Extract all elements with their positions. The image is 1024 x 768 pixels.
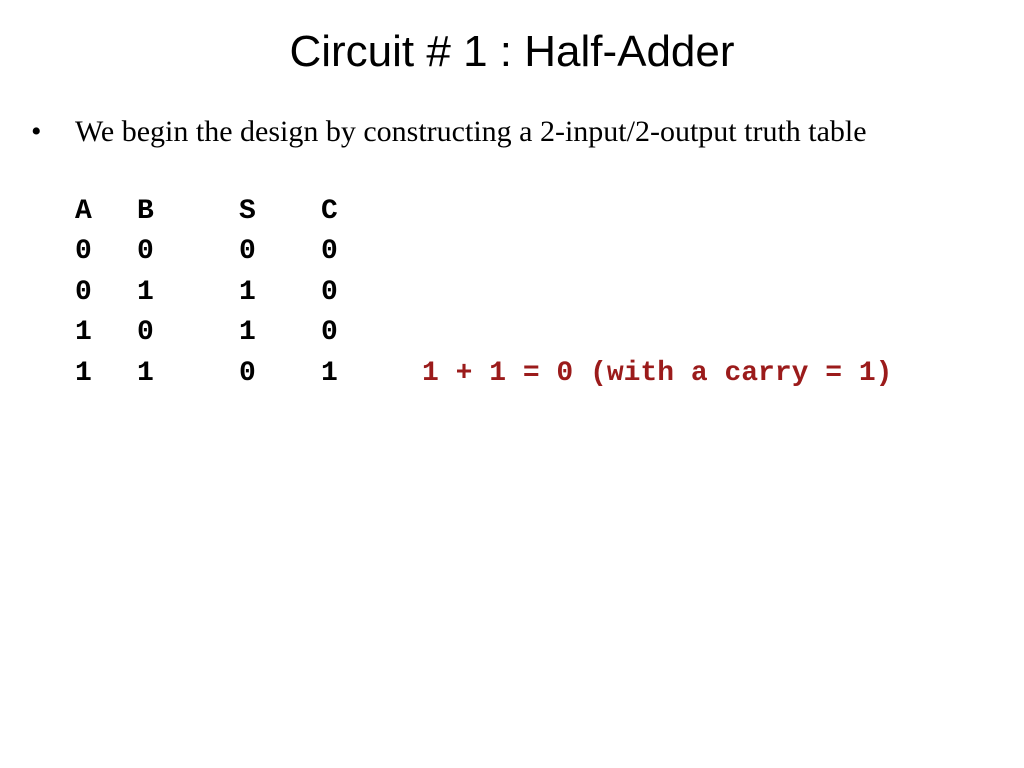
cell-s: 0 — [239, 358, 256, 389]
cell-b: 0 — [137, 236, 154, 267]
cell-c: 0 — [321, 236, 338, 267]
cell-a: 1 — [75, 317, 92, 348]
header-b: B — [137, 196, 154, 227]
header-a: A — [75, 196, 92, 227]
cell-a: 0 — [75, 277, 92, 308]
carry-note: 1 + 1 = 0 (with a carry = 1) — [422, 358, 893, 389]
cell-a: 1 — [75, 358, 92, 389]
bullet-text: We begin the design by constructing a 2-… — [75, 115, 867, 148]
cell-c: 0 — [321, 317, 338, 348]
cell-s: 1 — [239, 277, 256, 308]
bullet-item: • We begin the design by constructing a 2… — [31, 112, 867, 152]
cell-a: 0 — [75, 236, 92, 267]
header-s: S — [239, 196, 256, 227]
cell-b: 1 — [137, 277, 154, 308]
cell-s: 1 — [239, 317, 256, 348]
cell-c: 1 — [321, 358, 338, 389]
cell-c: 0 — [321, 277, 338, 308]
cell-b: 0 — [137, 317, 154, 348]
bullet-marker: • — [31, 115, 42, 148]
slide-title: Circuit # 1 : Half-Adder — [289, 27, 735, 76]
cell-s: 0 — [239, 236, 256, 267]
cell-b: 1 — [137, 358, 154, 389]
header-c: C — [321, 196, 338, 227]
